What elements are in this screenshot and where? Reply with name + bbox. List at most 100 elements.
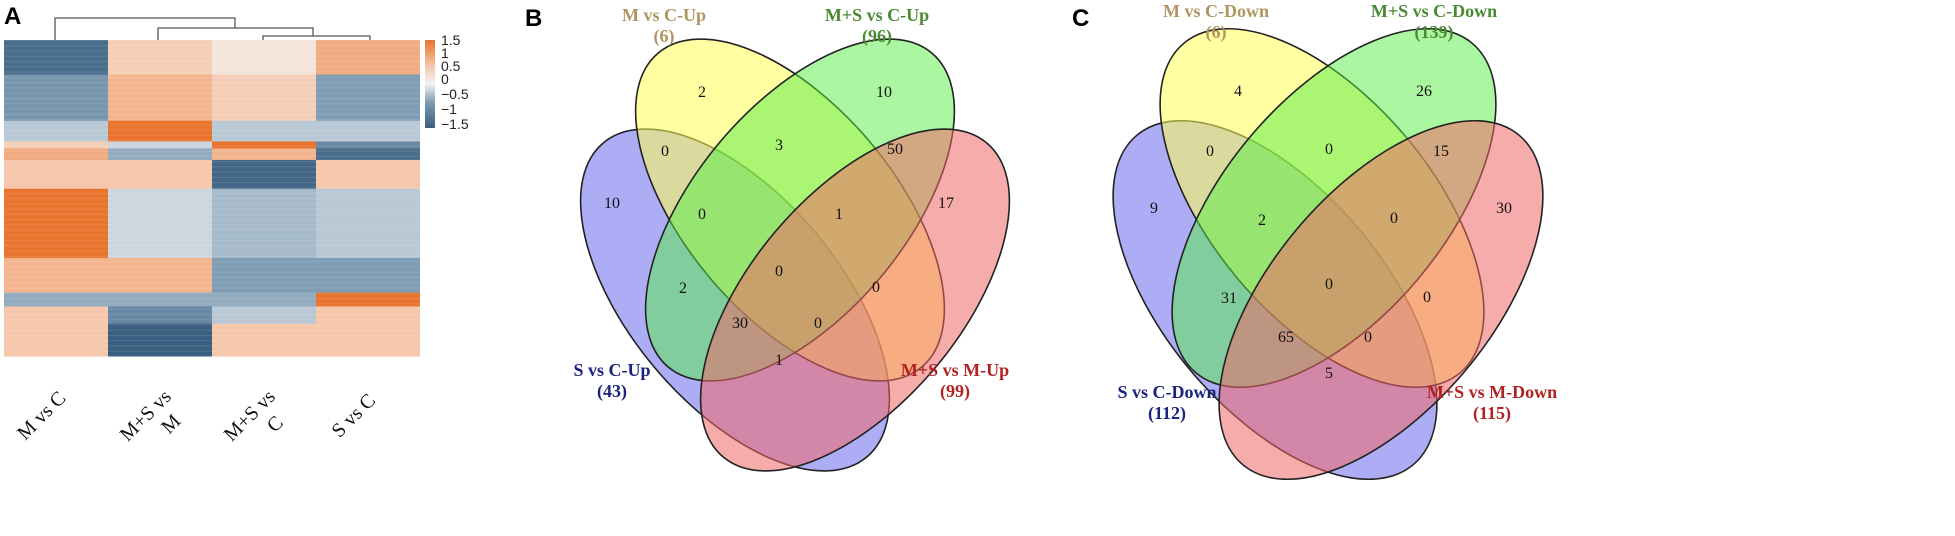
- heatmap-cell: [4, 292, 108, 307]
- heatmap-stripe: [4, 245, 420, 247]
- venn-b-region: 3: [775, 137, 783, 154]
- venn-c-region: 30: [1496, 200, 1512, 217]
- panel-c-letter: C: [1072, 5, 1089, 32]
- heatmap-cell: [4, 74, 108, 122]
- venn-b-region: 0: [661, 143, 669, 160]
- heatmap-stripe: [4, 166, 420, 168]
- venn-b-label-top-left: M vs C-Up: [622, 5, 706, 25]
- heatmap-cell: [316, 323, 420, 357]
- panel-c: C 4 26 0 0 15 9 2 0 30 31 0 0 65 0 5 M v…: [1072, 1, 1557, 481]
- venn-b-label-bottom-left: S vs C-Up: [573, 360, 650, 380]
- heatmap-stripe: [4, 187, 420, 189]
- heatmap: [4, 40, 420, 357]
- heatmap-stripe: [4, 271, 420, 273]
- heatmap-stripe: [4, 150, 420, 152]
- heatmap-cell: [316, 141, 420, 149]
- heatmap-stripe: [4, 329, 420, 331]
- heatmap-stripe: [4, 97, 420, 99]
- venn-c-region: 0: [1423, 289, 1431, 306]
- venn-b-region: 0: [698, 206, 706, 223]
- venn-b-set-labels: M vs C-Up (6) M+S vs C-Up (96) S vs C-Up…: [573, 5, 1009, 402]
- venn-c-region: 0: [1390, 210, 1398, 227]
- color-legend-tick: 0.5: [441, 58, 461, 74]
- heatmap-column-label: M vs C: [13, 387, 70, 444]
- venn-c-region: 15: [1433, 143, 1449, 160]
- heatmap-column-label: S vs C: [328, 390, 381, 443]
- heatmap-cell: [212, 141, 316, 149]
- heatmap-stripe: [4, 334, 420, 336]
- venn-b-count-bottom-right: (99): [940, 381, 970, 402]
- venn-b-region: 1: [775, 352, 783, 369]
- heatmap-stripe: [4, 145, 420, 147]
- venn-c-set-labels: M vs C-Down (6) M+S vs C-Down (139) S vs…: [1117, 1, 1557, 424]
- venn-c-region: 0: [1206, 143, 1214, 160]
- venn-c-ellipse-ms-vs-m: [1218, 119, 1544, 481]
- heatmap-cell: [108, 148, 212, 161]
- heatmap-cell: [316, 74, 420, 122]
- heatmap-stripe: [4, 182, 420, 184]
- heatmap-stripe: [4, 76, 420, 78]
- venn-c-count-top-right: (139): [1415, 22, 1454, 43]
- heatmap-stripe: [4, 129, 420, 131]
- venn-c-label-bottom-right: M+S vs M-Down: [1427, 382, 1557, 402]
- heatmap-stripe: [4, 176, 420, 178]
- heatmap-stripe: [4, 124, 420, 126]
- heatmap-stripe: [4, 87, 420, 89]
- heatmap-cell: [316, 306, 420, 325]
- heatmap-cell: [316, 159, 420, 190]
- panel-b-letter: B: [525, 5, 542, 32]
- heatmap-stripe: [4, 229, 420, 231]
- venn-c-region: 5: [1325, 365, 1333, 382]
- heatmap-stripe: [4, 140, 420, 142]
- venn-b-region: 17: [938, 195, 954, 212]
- venn-c-count-top-left: (6): [1206, 22, 1227, 43]
- heatmap-cell: [4, 323, 108, 357]
- heatmap-cell: [316, 188, 420, 259]
- heatmap-column-label-line1: S vs C: [328, 390, 381, 443]
- heatmap-stripe: [4, 282, 420, 284]
- heatmap-stripe: [4, 303, 420, 305]
- heatmap-stripe: [4, 208, 420, 210]
- heatmap-cell: [108, 257, 212, 294]
- heatmap-cell: [316, 292, 420, 307]
- heatmap-stripe: [4, 292, 420, 294]
- heatmap-cell: [108, 40, 212, 76]
- heatmap-cell: [4, 148, 108, 161]
- heatmap-stripe: [4, 345, 420, 347]
- heatmap-stripe: [4, 261, 420, 263]
- heatmap-stripe: [4, 108, 420, 110]
- heatmap-cell: [212, 306, 316, 325]
- venn-b-region-values: 2 10 0 3 50 10 0 1 17 2 0 0 30 0 1: [604, 84, 954, 369]
- heatmap-cell: [212, 120, 316, 142]
- heatmap-cell: [316, 148, 420, 161]
- heatmap-stripe: [4, 66, 420, 68]
- heatmap-cell: [4, 306, 108, 325]
- heatmap-cell: [108, 292, 212, 307]
- venn-c-ellipses: [1112, 27, 1544, 481]
- venn-b-label-bottom-right: M+S vs M-Up: [901, 360, 1009, 380]
- panel-b: B 2 10 0 3 50 10 0 1 17 2 0 0 30 0 1 M v…: [525, 5, 1011, 472]
- heatmap-column-label: M+S vsC: [220, 386, 288, 446]
- heatmap-stripe: [4, 255, 420, 257]
- heatmap-stripe: [4, 234, 420, 236]
- heatmap-cell: [108, 74, 212, 122]
- heatmap-stripe: [4, 250, 420, 252]
- heatmap-stripe: [4, 82, 420, 84]
- heatmap-cell: [108, 188, 212, 259]
- heatmap-cell: [212, 292, 316, 307]
- venn-b-region: 50: [887, 141, 903, 158]
- venn-c-label-top-right: M+S vs C-Down: [1371, 1, 1497, 21]
- venn-c-count-bottom-right: (115): [1473, 403, 1511, 424]
- heatmap-stripe: [4, 266, 420, 268]
- heatmap-cell: [316, 120, 420, 142]
- venn-b-region: 0: [775, 263, 783, 280]
- heatmap-cell: [4, 257, 108, 294]
- color-legend-tick: 0: [441, 71, 449, 87]
- venn-b-count-top-right: (96): [862, 26, 892, 47]
- heatmap-stripe: [4, 240, 420, 242]
- heatmap-cell: [108, 323, 212, 357]
- dendrogram-branch-2: [262, 35, 371, 42]
- venn-c-region: 31: [1221, 290, 1237, 307]
- venn-c-region: 0: [1325, 141, 1333, 158]
- venn-c-region: 0: [1364, 329, 1372, 346]
